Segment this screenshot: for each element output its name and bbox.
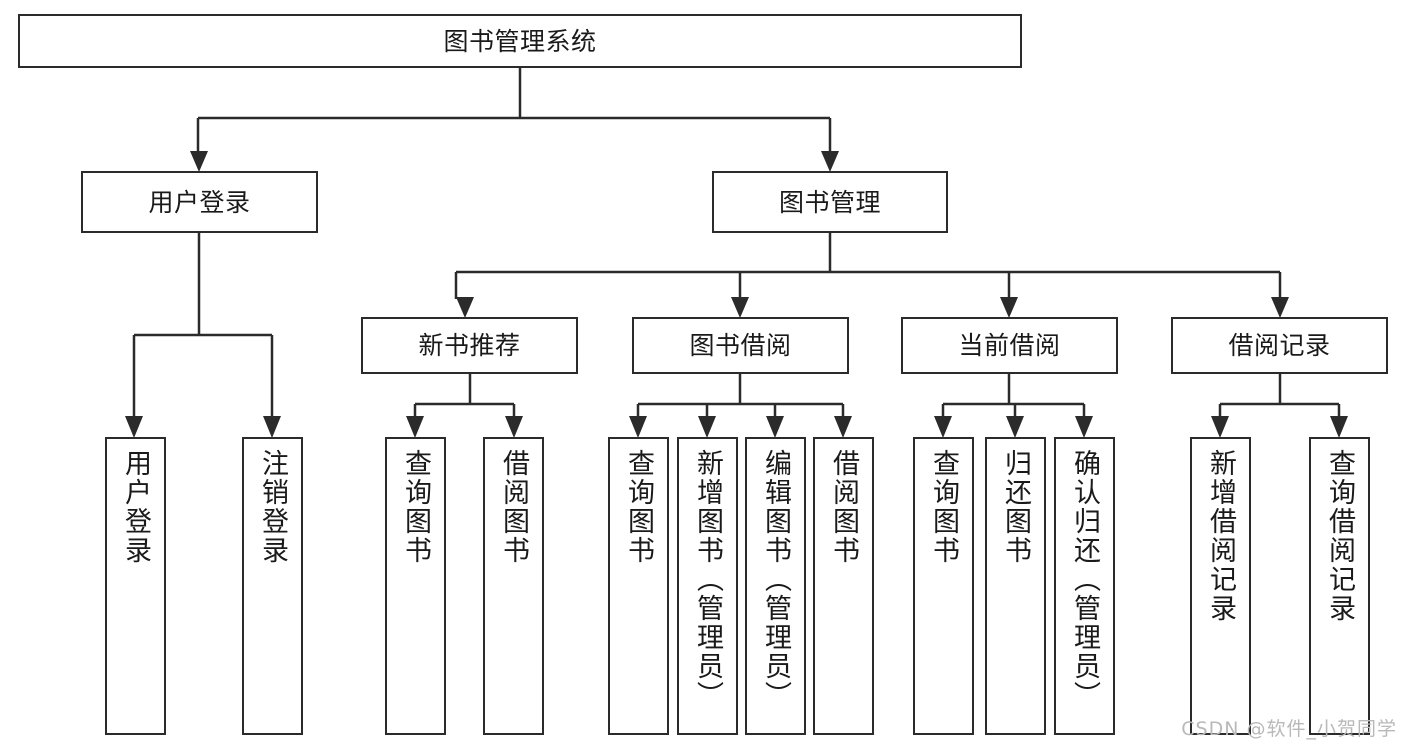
node-new-book-recommend[interactable]: 新书推荐 [361,317,578,374]
node-root[interactable]: 图书管理系统 [18,14,1022,68]
leaf-return-book[interactable]: 归还图书 [985,437,1046,735]
arrowhead-leaf-13 [1330,416,1348,438]
node-current-borrow[interactable]: 当前借阅 [901,317,1118,374]
leaf-borrow-book-recommend-label: 借阅图书 [498,449,529,565]
arrowhead-leaf-8 [834,416,852,438]
leaf-logout[interactable]: 注销登录 [242,437,303,735]
arrowhead-record [1271,297,1289,318]
arrowhead-leaf-11 [1075,416,1093,438]
arrowhead-leaf-6 [698,416,716,438]
leaf-search-book-recommend[interactable]: 查询图书 [385,437,446,735]
leaf-confirm-return-admin[interactable]: 确认归还（管理员） [1054,437,1115,735]
leaf-search-book-borrow-label: 查询图书 [623,449,654,565]
leaf-confirm-return-admin-label: 确认归还（管理员） [1069,449,1100,710]
leaf-search-borrow-record-label: 查询借阅记录 [1324,449,1355,623]
arrowhead-newbook [456,297,474,318]
leaf-edit-book-admin[interactable]: 编辑图书（管理员） [745,437,806,735]
node-borrow-record[interactable]: 借阅记录 [1171,317,1388,374]
leaf-add-borrow-record-label: 新增借阅记录 [1205,449,1236,623]
leaf-search-borrow-record[interactable]: 查询借阅记录 [1309,437,1370,735]
leaf-add-book-admin[interactable]: 新增图书（管理员） [677,437,738,735]
leaf-edit-book-admin-label: 编辑图书（管理员） [760,449,791,710]
node-user-login[interactable]: 用户登录 [81,171,318,233]
leaf-search-book-borrow[interactable]: 查询图书 [608,437,669,735]
node-book-borrow-label: 图书借阅 [689,331,792,360]
node-new-book-recommend-label: 新书推荐 [418,331,521,360]
arrowhead-leaf-2 [263,416,281,438]
arrowhead-leaf-12 [1211,416,1229,438]
arrowhead-leaf-10 [1006,416,1024,438]
leaf-borrow-book-label: 借阅图书 [828,449,859,565]
leaf-add-borrow-record[interactable]: 新增借阅记录 [1190,437,1251,735]
node-book-management-label: 图书管理 [778,187,881,217]
arrowhead-leaf-9 [934,416,952,438]
leaf-return-book-label: 归还图书 [1000,449,1031,565]
leaf-search-book-recommend-label: 查询图书 [400,449,431,565]
leaf-user-login-label: 用户登录 [120,449,151,565]
arrowhead-leaf-3 [406,416,424,438]
arrowhead-leaf-4 [505,416,523,438]
leaf-logout-label: 注销登录 [257,449,288,565]
arrowhead-user-login [190,151,208,172]
leaf-add-book-admin-label: 新增图书（管理员） [692,449,723,710]
leaf-borrow-book[interactable]: 借阅图书 [813,437,874,735]
leaf-search-book-current[interactable]: 查询图书 [913,437,974,735]
arrowhead-borrow [731,297,749,318]
leaf-search-book-current-label: 查询图书 [928,449,959,565]
arrowhead-current [1000,297,1018,318]
arrowhead-leaf-5 [629,416,647,438]
node-user-login-label: 用户登录 [148,187,251,217]
node-book-management[interactable]: 图书管理 [712,171,948,233]
node-current-borrow-label: 当前借阅 [958,331,1061,360]
node-root-label: 图书管理系统 [443,26,597,56]
node-borrow-record-label: 借阅记录 [1228,331,1331,360]
arrowhead-leaf-1 [125,416,143,438]
watermark-text: CSDN @软件_小贺同学 [1181,718,1397,740]
arrowhead-leaf-7 [766,416,784,438]
leaf-user-login[interactable]: 用户登录 [105,437,166,735]
arrowhead-book-mgmt [821,151,839,172]
node-book-borrow[interactable]: 图书借阅 [632,317,849,374]
leaf-borrow-book-recommend[interactable]: 借阅图书 [483,437,544,735]
